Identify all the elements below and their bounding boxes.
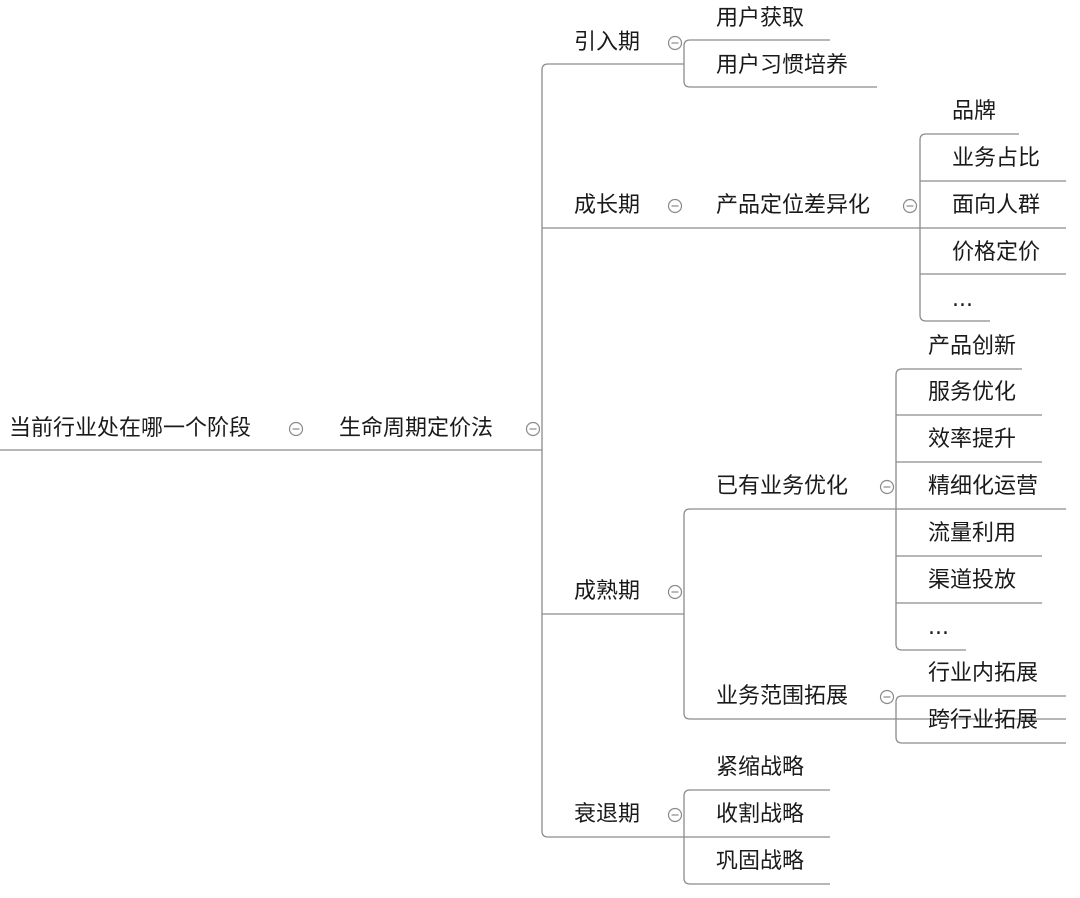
collapse-minus-icon[interactable] xyxy=(879,689,895,705)
leaf-node[interactable]: 收割战略 xyxy=(716,802,805,827)
leaf-node[interactable]: 用户获取 xyxy=(716,6,805,31)
leaf-node[interactable]: 业务占比 xyxy=(952,146,1041,171)
stage-decline[interactable]: 衰退期 xyxy=(574,802,641,827)
collapse-minus-icon[interactable] xyxy=(667,807,683,823)
leaf-node[interactable]: 价格定价 xyxy=(952,240,1041,265)
leaf-node[interactable]: ... xyxy=(928,615,949,640)
mature-bracket xyxy=(683,508,691,720)
leaf-node[interactable]: 跨行业拓展 xyxy=(928,708,1039,733)
mature-sub-node[interactable]: 已有业务优化 xyxy=(716,474,849,499)
leaf-node[interactable]: 用户习惯培养 xyxy=(716,53,849,78)
leaf-node[interactable]: 流量利用 xyxy=(928,521,1017,546)
collapse-minus-icon[interactable] xyxy=(879,479,895,495)
stage-intro[interactable]: 引入期 xyxy=(574,30,641,55)
leaf-node[interactable]: 行业内拓展 xyxy=(928,661,1039,686)
leaf-node[interactable]: ... xyxy=(952,287,973,312)
leaf-node[interactable]: 品牌 xyxy=(952,99,997,124)
leaf-node[interactable]: 精细化运营 xyxy=(928,474,1039,499)
leaf-node[interactable]: 紧缩战略 xyxy=(716,755,805,780)
collapse-minus-icon[interactable] xyxy=(667,35,683,51)
intro-bracket xyxy=(683,39,691,88)
growth-sub-node[interactable]: 产品定位差异化 xyxy=(716,193,871,218)
leaf-node[interactable]: 产品创新 xyxy=(928,334,1017,359)
leaf-node[interactable]: 效率提升 xyxy=(928,427,1017,452)
stage-growth[interactable]: 成长期 xyxy=(574,193,641,218)
leaf-node[interactable]: 巩固战略 xyxy=(716,849,805,874)
collapse-minus-icon[interactable] xyxy=(667,584,683,600)
collapse-minus-icon[interactable] xyxy=(902,198,918,214)
stage-mature[interactable]: 成熟期 xyxy=(574,579,641,604)
method-spine xyxy=(541,63,549,838)
leaf-node[interactable]: 服务优化 xyxy=(928,380,1017,405)
root-node[interactable]: 当前行业处在哪一个阶段 xyxy=(9,416,252,441)
method-node[interactable]: 生命周期定价法 xyxy=(339,416,494,441)
collapse-minus-icon[interactable] xyxy=(288,421,304,437)
leaf-node[interactable]: 面向人群 xyxy=(952,193,1041,218)
collapse-minus-icon[interactable] xyxy=(667,198,683,214)
mature-sub-node[interactable]: 业务范围拓展 xyxy=(716,684,849,709)
collapse-minus-icon[interactable] xyxy=(525,421,541,437)
leaf-node[interactable]: 渠道投放 xyxy=(928,568,1017,593)
